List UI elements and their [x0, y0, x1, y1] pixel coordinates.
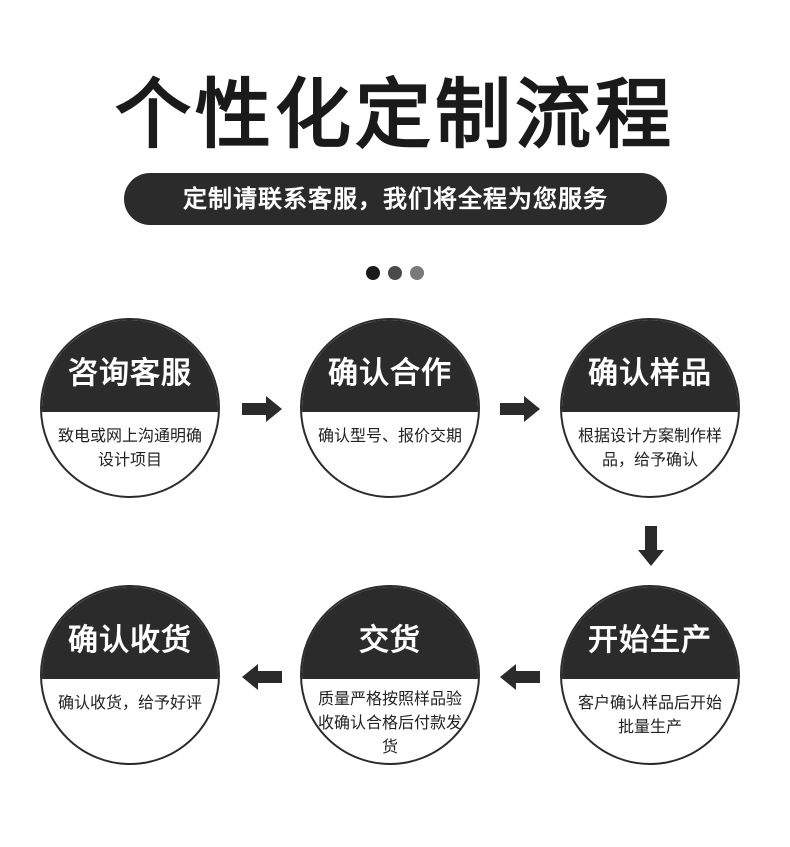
dot-2	[388, 266, 402, 280]
step-title: 确认收货	[68, 623, 192, 658]
step-desc: 确认收货，给予好评	[57, 693, 202, 712]
step-title: 开始生产	[588, 623, 712, 658]
step-delivery: 交货 质量严格按照样品验收确认合格后付款发货	[300, 585, 480, 765]
dot-1	[366, 266, 380, 280]
step-desc: 确认型号、报价交期	[317, 426, 462, 445]
step-confirm-cooperation: 确认合作 确认型号、报价交期	[300, 318, 480, 498]
step-header-bg	[302, 587, 478, 679]
step-title: 确认合作	[328, 356, 452, 391]
page-title: 个性化定制流程	[115, 70, 675, 159]
arrow-left-icon	[500, 664, 540, 690]
arrow-right-icon	[500, 396, 540, 422]
step-header-bg	[302, 320, 478, 412]
step-title: 确认样品	[588, 356, 712, 391]
step-title: 交货	[359, 623, 421, 658]
step-start-production: 开始生产 客户确认样品后开始批量生产	[560, 585, 740, 765]
step-consult: 咨询客服 致电或网上沟通明确设计项目	[40, 318, 220, 498]
step-confirm-sample: 确认样品 根据设计方案制作样品，给予确认	[560, 318, 740, 498]
arrow-left-icon	[242, 664, 282, 690]
step-header-bg	[42, 587, 218, 679]
subtitle-banner: 定制请联系客服，我们将全程为您服务	[124, 173, 667, 225]
step-desc: 客户确认样品后开始批量生产	[577, 693, 722, 736]
dot-3	[410, 266, 424, 280]
step-desc: 质量严格按照样品验收确认合格后付款发货	[317, 689, 462, 756]
arrow-down-icon	[638, 526, 664, 566]
step-confirm-receipt: 确认收货 确认收货，给予好评	[40, 585, 220, 765]
step-desc: 致电或网上沟通明确设计项目	[57, 426, 202, 469]
step-header-bg	[562, 320, 738, 412]
subtitle-text: 定制请联系客服，我们将全程为您服务	[183, 185, 608, 213]
step-header-bg	[562, 587, 738, 679]
arrow-right-icon	[242, 396, 282, 422]
step-desc: 根据设计方案制作样品，给予确认	[577, 426, 722, 469]
step-header-bg	[42, 320, 218, 412]
step-title: 咨询客服	[68, 356, 192, 391]
